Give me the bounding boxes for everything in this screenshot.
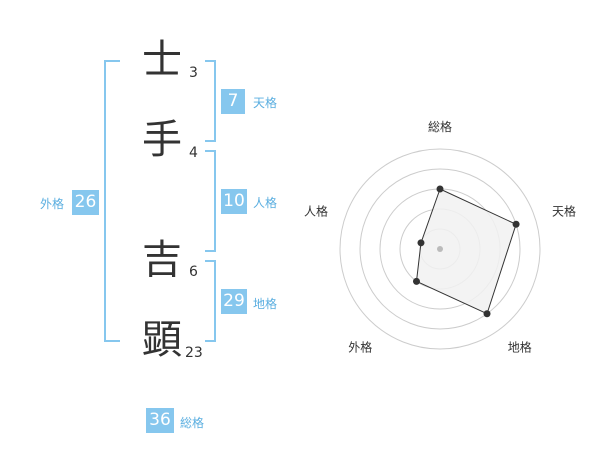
kanji-4-strokes: 23	[185, 345, 203, 361]
tenkaku-badge: 7	[221, 89, 245, 114]
kanji-3: 吉	[142, 237, 182, 283]
radar-grid-ring	[339, 148, 541, 350]
kanji-1: 士	[142, 37, 182, 83]
jinkaku-bracket	[205, 150, 216, 252]
kanji-3-strokes: 6	[189, 264, 198, 280]
radar-axis-label: 天格	[552, 203, 576, 218]
radar-grid-ring	[359, 168, 521, 330]
radar-axis-label: 人格	[304, 203, 328, 218]
kanji-2: 手	[142, 117, 182, 163]
kanji-2-strokes: 4	[189, 145, 198, 161]
jinkaku-badge: 10	[221, 189, 247, 214]
chikaku-bracket	[205, 260, 216, 342]
gaikaku-label: 外格	[40, 197, 65, 211]
kanji-1-strokes: 3	[189, 65, 198, 81]
jinkaku-label: 人格	[253, 196, 278, 210]
radar-point-3	[483, 310, 491, 318]
chikaku-badge: 29	[221, 289, 247, 314]
radar-polygon	[415, 188, 517, 315]
radar-point-5	[417, 239, 425, 247]
radar-point-2	[512, 220, 520, 228]
tenkaku-bracket	[205, 60, 216, 142]
soukaku-badge: 36	[146, 408, 174, 433]
radar-axis-label: 総格	[428, 119, 452, 134]
soukaku-label: 総格	[180, 416, 205, 430]
radar-axis-label: 外格	[348, 340, 372, 355]
radar-axis-label: 地格	[508, 340, 532, 355]
kanji-4: 顕	[142, 317, 182, 363]
gaikaku-bracket	[104, 60, 120, 342]
chikaku-label: 地格	[253, 297, 278, 311]
radar-point-4	[412, 277, 420, 285]
radar-center-dot	[437, 246, 443, 252]
tenkaku-label: 天格	[253, 96, 278, 110]
radar-point-1	[436, 185, 444, 193]
gaikaku-badge: 26	[72, 190, 99, 215]
